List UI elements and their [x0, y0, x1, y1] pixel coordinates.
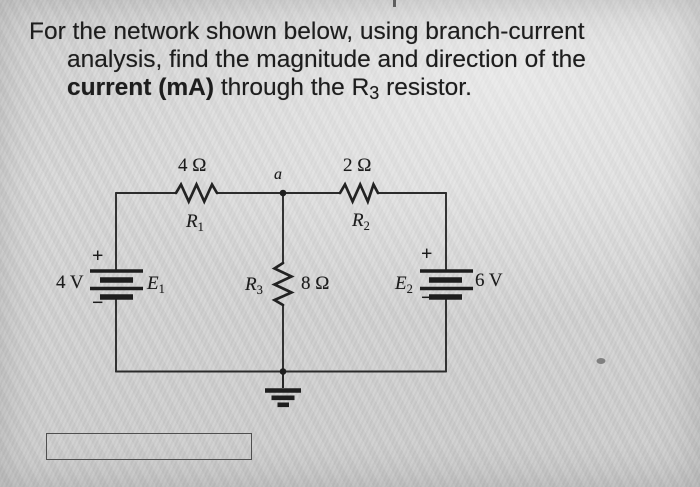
battery-e1-symbol [90, 269, 143, 300]
problem-line-3-subscript: 3 [369, 83, 380, 103]
battery-e2-symbol [420, 269, 473, 300]
battery-e1-plus-sign: + [92, 245, 104, 267]
battery-e1-minus-sign: − [92, 292, 104, 314]
node-bottom-dot [279, 368, 287, 375]
photo-artifact-tick [393, 0, 396, 7]
label-e1: E1 [147, 274, 165, 296]
label-e1-voltage: 4 V [56, 272, 84, 293]
problem-line-3-end: resistor. [379, 74, 472, 101]
resistor-r1-symbol [174, 181, 219, 205]
battery-e2-minus-sign: − [421, 287, 433, 309]
photo-artifact-speck [596, 358, 606, 364]
label-r3: R3 [245, 275, 263, 297]
problem-line-2: analysis, find the magnitude and directi… [67, 46, 586, 73]
label-r2-sub: 2 [363, 219, 370, 233]
label-r3-value: 8 Ω [301, 273, 330, 294]
label-r2-base: R [352, 210, 364, 231]
label-e1-base: E [147, 273, 159, 294]
battery-e2-plus-sign: + [421, 243, 433, 265]
label-r1-base: R [186, 211, 198, 232]
problem-line-1: For the network shown below, using branc… [29, 18, 585, 45]
problem-line-3: current (mA) through the R3 resistor. [67, 74, 472, 107]
label-e2-base: E [395, 273, 407, 294]
problem-line-3-bold: current (mA) [67, 74, 215, 101]
label-node-a: a [274, 166, 282, 183]
label-r3-base: R [245, 274, 257, 295]
resistor-r3-symbol [271, 261, 295, 307]
label-r3-sub: 3 [256, 283, 263, 297]
label-e2: E2 [395, 274, 413, 296]
label-r2: R2 [352, 211, 370, 233]
label-e2-sub: 2 [406, 282, 413, 296]
node-a-dot [279, 189, 287, 197]
resistor-r2-symbol [338, 181, 380, 206]
problem-line-3-mid: through the R [214, 74, 370, 101]
label-e1-sub: 1 [158, 282, 165, 296]
label-r1: R1 [186, 212, 204, 234]
label-e2-voltage: 6 V [475, 270, 503, 291]
answer-input[interactable] [46, 433, 252, 460]
label-r2-value: 2 Ω [343, 155, 372, 176]
label-r1-value: 4 Ω [178, 155, 207, 176]
ground-symbol [265, 371, 301, 408]
label-r1-sub: 1 [197, 220, 204, 234]
